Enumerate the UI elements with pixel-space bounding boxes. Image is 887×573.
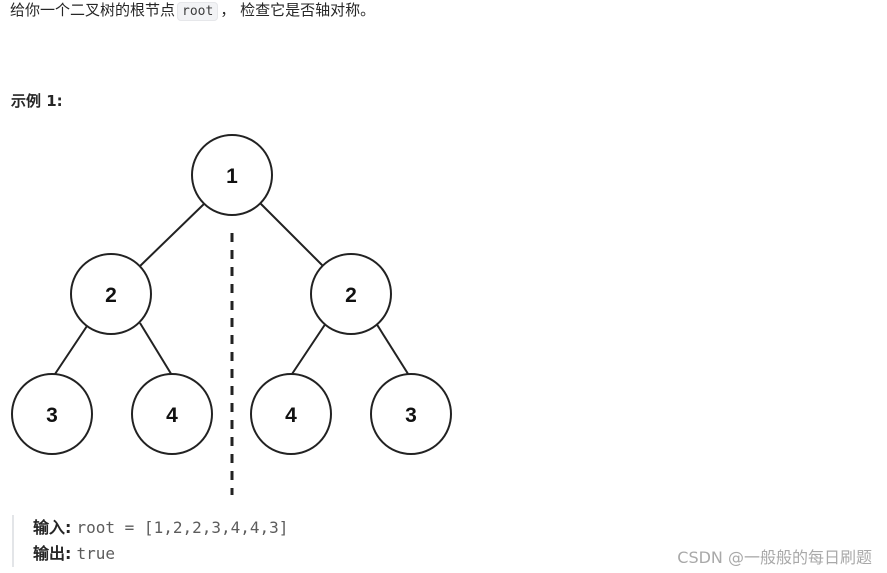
- edge-2r-3: [375, 322, 411, 378]
- node-circle-right: [310, 253, 392, 335]
- csdn-watermark: CSDN @一般般的每日刷题: [677, 548, 872, 567]
- output-line: 输出: true: [33, 541, 288, 567]
- node-label-ll: 3: [46, 404, 58, 427]
- example-io-block: 输入: root = [1,2,2,3,4,4,3] 输出: true: [12, 515, 288, 567]
- input-label: 输入:: [33, 518, 72, 537]
- input-line: 输入: root = [1,2,2,3,4,4,3]: [33, 515, 288, 541]
- root-code: root: [177, 2, 219, 21]
- node-circle-rr: [370, 373, 452, 455]
- node-label-lr: 4: [166, 404, 178, 427]
- edge-2l-3: [52, 322, 90, 378]
- edge-2l-4: [139, 322, 174, 378]
- node-circle-ll: [11, 373, 93, 455]
- node-label-left: 2: [105, 284, 117, 307]
- output-value: true: [76, 544, 116, 563]
- node-label-rl: 4: [285, 404, 297, 427]
- node-label-root: 1: [226, 165, 238, 188]
- symmetric-tree-diagram: 1 2 2 3 4 4 3: [11, 134, 452, 495]
- node-label-rr: 3: [405, 404, 417, 427]
- node-circle-rl: [250, 373, 332, 455]
- input-value: root = [1,2,2,3,4,4,3]: [76, 518, 289, 537]
- node-circle-root: [191, 134, 273, 216]
- edge-2r-4: [289, 322, 327, 378]
- node-circle-left: [70, 253, 152, 335]
- output-label: 输出:: [33, 544, 72, 563]
- node-label-right: 2: [345, 284, 357, 307]
- node-circle-lr: [131, 373, 213, 455]
- edge-1-2l: [137, 202, 206, 269]
- edge-1-2r: [259, 202, 326, 269]
- problem-text-before: 给你一个二叉树的根节点: [10, 1, 176, 19]
- example-title: 示例 1:: [11, 92, 63, 110]
- problem-text-after: ， 检查它是否轴对称。: [220, 1, 376, 19]
